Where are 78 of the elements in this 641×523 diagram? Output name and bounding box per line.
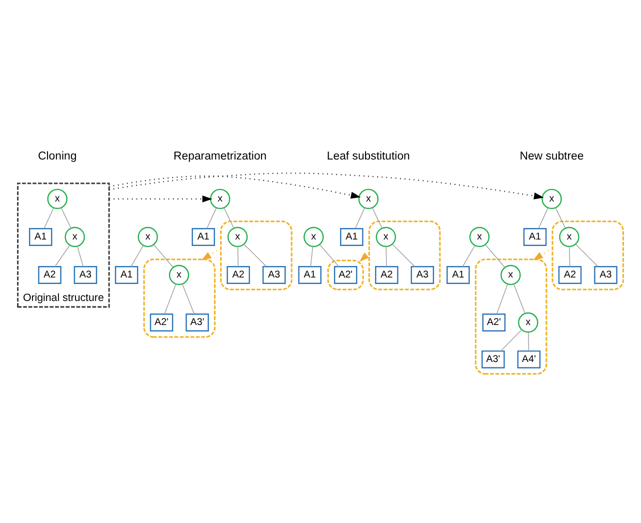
connector xyxy=(130,245,144,267)
cluster xyxy=(474,258,548,375)
node-circle: x xyxy=(47,188,68,210)
connector xyxy=(60,207,72,229)
arrow xyxy=(532,248,553,260)
connector xyxy=(528,332,530,352)
node-box: A1 xyxy=(523,228,547,246)
cluster xyxy=(368,220,441,290)
connector xyxy=(386,246,387,267)
node-circle: x xyxy=(358,188,379,210)
connector xyxy=(44,207,54,229)
node-box: A1 xyxy=(114,266,138,284)
connector xyxy=(575,244,598,267)
node-circle: x xyxy=(138,226,158,248)
node-circle: x xyxy=(304,226,324,248)
node-circle: x xyxy=(376,226,396,248)
node-box: A1 xyxy=(298,266,322,284)
node-circle: x xyxy=(500,264,521,286)
node-circle: x xyxy=(559,226,580,248)
node-box: A1 xyxy=(192,228,215,246)
cluster xyxy=(327,260,364,290)
node-box: A2' xyxy=(482,314,506,332)
node-circle: x xyxy=(469,226,490,248)
arrow xyxy=(108,172,544,200)
connector xyxy=(354,207,366,229)
cluster xyxy=(552,220,624,290)
node-box: A2' xyxy=(150,314,174,332)
connector xyxy=(224,207,234,229)
arrow xyxy=(108,175,361,199)
node-box: A4' xyxy=(517,350,541,368)
node-box: A2 xyxy=(558,266,582,284)
connector xyxy=(182,284,195,314)
node-circle: x xyxy=(168,264,190,286)
label: Cloning xyxy=(38,150,77,162)
connector xyxy=(485,244,506,268)
node-box: A2' xyxy=(334,266,358,284)
connector xyxy=(372,207,382,229)
connector xyxy=(513,284,526,314)
connector xyxy=(496,284,508,314)
node-box: A3 xyxy=(74,266,98,284)
node-circle: x xyxy=(227,226,248,248)
connector xyxy=(310,246,314,267)
connector xyxy=(500,329,522,352)
label: Leaf substitution xyxy=(326,150,410,162)
connector xyxy=(555,207,566,229)
node-circle: x xyxy=(64,226,85,248)
node-circle: x xyxy=(518,312,538,333)
connector xyxy=(164,284,176,314)
node-box: A3' xyxy=(186,314,209,332)
node-circle: x xyxy=(210,188,230,210)
connector xyxy=(462,245,476,267)
node-box: A3 xyxy=(594,266,618,284)
connector xyxy=(569,246,570,267)
connector xyxy=(154,244,174,268)
cluster xyxy=(143,258,216,338)
node-box: A3 xyxy=(410,266,434,284)
cluster xyxy=(220,220,292,290)
connector xyxy=(244,244,267,267)
node-circle: x xyxy=(542,188,562,210)
connector xyxy=(237,246,239,267)
node-box: A2 xyxy=(226,266,250,284)
arrow xyxy=(109,195,212,202)
node-box: A2 xyxy=(375,266,398,284)
connector xyxy=(538,207,548,229)
node-box: A3' xyxy=(482,350,505,368)
connector xyxy=(392,244,415,267)
connector xyxy=(319,244,340,267)
node-box: A1 xyxy=(446,266,470,284)
node-box: A2 xyxy=(38,266,62,284)
node-box: A1 xyxy=(340,228,364,246)
label: New subtree xyxy=(520,150,584,162)
connector xyxy=(76,246,84,267)
label: Reparametrization xyxy=(174,150,267,162)
connector xyxy=(54,244,70,267)
connector xyxy=(206,207,217,229)
node-box: A3 xyxy=(262,266,286,284)
arrow xyxy=(201,248,222,260)
node-box: A1 xyxy=(28,228,52,246)
